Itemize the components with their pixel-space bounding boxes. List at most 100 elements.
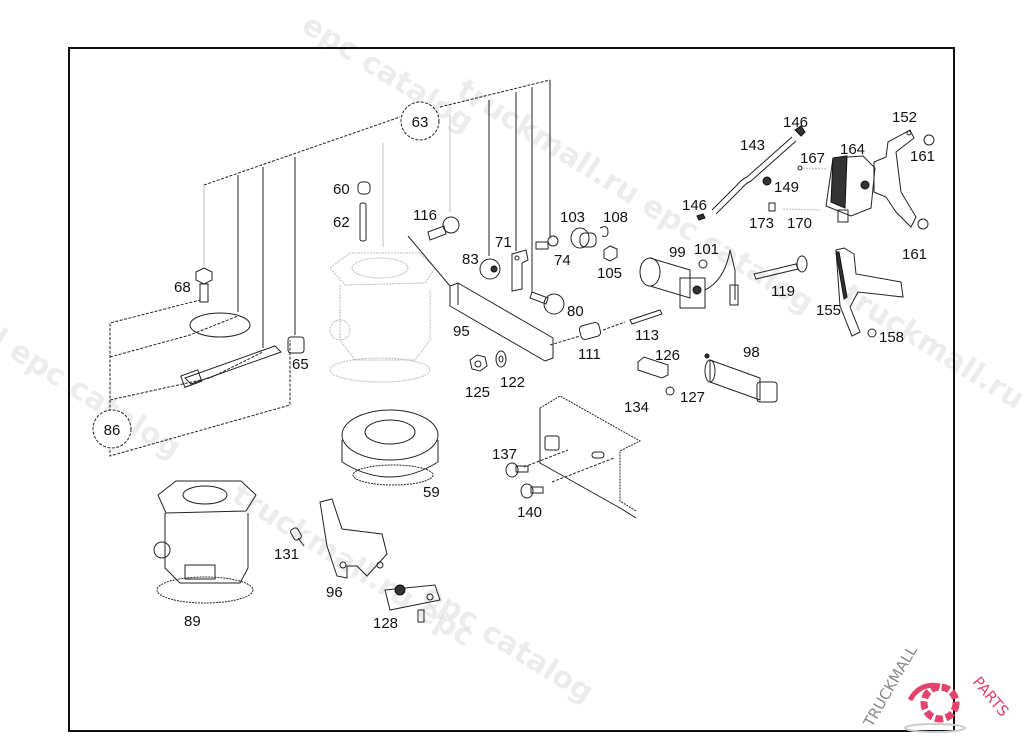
part-105-nut[interactable] [603, 245, 618, 262]
label-146a[interactable]: 146 [783, 114, 808, 131]
part-134-cover[interactable] [523, 395, 642, 519]
part-99-actuator[interactable] [639, 249, 739, 309]
part-108-clip[interactable] [599, 226, 609, 237]
part-83-washer[interactable] [479, 258, 501, 280]
label-137[interactable]: 137 [492, 446, 517, 463]
label-111[interactable]: 111 [578, 346, 601, 363]
part-65-bushing[interactable] [287, 336, 305, 354]
part-146b-fitting[interactable] [696, 213, 706, 221]
logo-text-parts: PARTS [969, 673, 1013, 720]
part-gasket-86[interactable] [189, 312, 251, 338]
label-80[interactable]: 80 [567, 303, 584, 320]
label-119[interactable]: 119 [771, 283, 795, 300]
part-71-lever[interactable] [511, 249, 529, 292]
label-89[interactable]: 89 [184, 613, 201, 630]
part-101-nut[interactable] [698, 259, 708, 269]
part-146a-fitting[interactable] [794, 125, 806, 137]
part-103-socket[interactable] [570, 227, 597, 249]
part-74-ballstud[interactable] [535, 235, 559, 250]
part-126-holder[interactable] [637, 356, 669, 379]
label-173[interactable]: 173 [749, 215, 774, 232]
part-149-nut[interactable] [762, 176, 772, 186]
label-149[interactable]: 149 [774, 179, 799, 196]
label-98[interactable]: 98 [743, 344, 760, 361]
label-95[interactable]: 95 [453, 323, 470, 340]
label-60[interactable]: 60 [333, 181, 350, 198]
label-68[interactable]: 68 [174, 279, 191, 296]
label-143[interactable]: 143 [740, 137, 765, 154]
label-164[interactable]: 164 [840, 141, 865, 158]
label-128[interactable]: 128 [373, 615, 398, 632]
watermark: truckmall.ru e [836, 277, 1024, 433]
label-99[interactable]: 99 [669, 244, 686, 261]
part-116-bolt[interactable] [427, 216, 460, 241]
label-125[interactable]: 125 [465, 384, 490, 401]
callout-86-label: 86 [104, 422, 121, 439]
label-59[interactable]: 59 [423, 484, 440, 501]
part-158-nut[interactable] [867, 328, 877, 338]
label-155[interactable]: 155 [816, 302, 841, 319]
label-140[interactable]: 140 [517, 504, 542, 521]
watermark: epc catalog [296, 7, 480, 140]
part-167-bolt[interactable] [797, 165, 827, 171]
part-98-pump[interactable] [704, 353, 778, 403]
label-74[interactable]: 74 [554, 252, 571, 269]
part-140-bolt[interactable] [520, 483, 544, 499]
label-127[interactable]: 127 [680, 389, 705, 406]
label-134[interactable]: 134 [624, 399, 649, 416]
part-137-bolt[interactable] [505, 462, 529, 478]
label-71[interactable]: 71 [495, 234, 512, 251]
part-63-housing[interactable] [329, 252, 436, 383]
part-122-washer[interactable] [495, 350, 507, 368]
label-161a[interactable]: 161 [910, 148, 935, 165]
part-95-bracket[interactable] [407, 235, 554, 362]
callout-63-label: 63 [412, 114, 429, 131]
part-111-sleeve[interactable] [549, 321, 626, 346]
part-128-bracket[interactable] [384, 584, 441, 623]
part-161a-nut[interactable] [923, 134, 935, 146]
truckmall-parts-logo: TRUCKMALL PARTS [859, 642, 1013, 733]
label-146b[interactable]: 146 [682, 197, 707, 214]
part-60-nut[interactable] [357, 181, 371, 195]
part-119-bolt[interactable] [753, 255, 808, 280]
part-113-pin[interactable] [629, 309, 663, 325]
part-131-bolt[interactable] [290, 527, 305, 547]
label-122[interactable]: 122 [500, 374, 525, 391]
part-170-bolt[interactable] [782, 208, 821, 211]
label-103[interactable]: 103 [560, 209, 585, 226]
label-131[interactable]: 131 [274, 546, 299, 563]
label-161b[interactable]: 161 [902, 246, 927, 263]
part-125-nut[interactable] [469, 354, 488, 372]
label-158[interactable]: 158 [879, 329, 904, 346]
label-105[interactable]: 105 [597, 265, 622, 282]
part-152-bracket[interactable] [873, 129, 917, 228]
label-167[interactable]: 167 [800, 150, 825, 167]
part-shaft-86[interactable] [180, 345, 282, 388]
part-59-flange[interactable] [341, 409, 439, 486]
part-155-bracket[interactable] [835, 247, 904, 337]
label-83[interactable]: 83 [462, 251, 479, 268]
part-62-stud[interactable] [359, 202, 367, 242]
part-143-line[interactable] [711, 136, 797, 215]
label-170[interactable]: 170 [787, 215, 812, 232]
part-96-bracket[interactable] [319, 498, 388, 579]
part-161b-nut[interactable] [917, 218, 929, 230]
label-96[interactable]: 96 [326, 584, 343, 601]
callout-86[interactable]: 86 [92, 409, 132, 449]
part-68-bolt[interactable] [195, 267, 213, 303]
label-116[interactable]: 116 [413, 207, 437, 224]
label-113[interactable]: 113 [635, 327, 659, 344]
part-173-nut[interactable] [768, 202, 776, 212]
part-164-valve[interactable] [825, 155, 876, 223]
label-101[interactable]: 101 [694, 241, 719, 258]
label-65[interactable]: 65 [292, 356, 309, 373]
label-108[interactable]: 108 [603, 209, 628, 226]
part-89-housing[interactable] [153, 480, 257, 604]
label-62[interactable]: 62 [333, 214, 350, 231]
label-126[interactable]: 126 [655, 347, 680, 364]
part-127-nut[interactable] [665, 386, 675, 396]
callout-63[interactable]: 63 [400, 101, 440, 141]
label-152[interactable]: 152 [892, 109, 917, 126]
part-80-bolt[interactable] [529, 291, 565, 315]
